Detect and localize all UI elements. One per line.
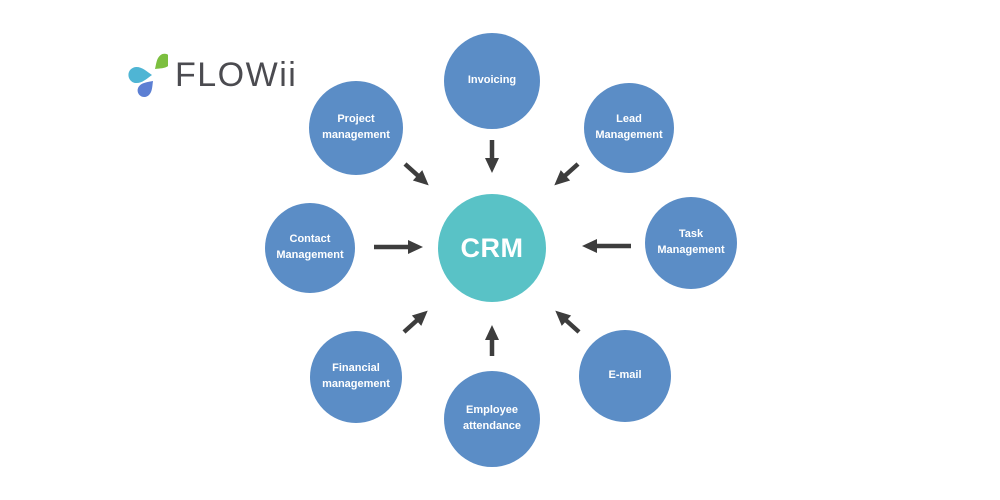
arrow-email-to-crm [555, 310, 581, 334]
flowii-logo-icon [128, 53, 168, 97]
node-contact-management: Contact Management [265, 203, 355, 293]
node-lead-management: Lead Management [584, 83, 674, 173]
node-crm-center: CRM [438, 194, 546, 302]
node-invoicing: Invoicing [444, 33, 540, 129]
logo-petal-teal-icon [128, 66, 152, 84]
node-task-management: Task Management [645, 197, 737, 289]
logo-wordmark: FLOWii [175, 56, 298, 94]
node-project-management: Project management [309, 81, 403, 175]
node-employee-attendance: Employee attendance [444, 371, 540, 467]
arrow-lead-to-crm [554, 162, 580, 186]
node-financial-management: Financial management [310, 331, 402, 423]
flowii-logo: FLOWii [128, 50, 297, 100]
arrow-project-to-crm [403, 162, 429, 186]
logo-petal-green-icon [155, 53, 168, 69]
arrow-financial-to-crm [402, 310, 428, 334]
logo-petal-blue-icon [137, 81, 153, 97]
node-email: E-mail [579, 330, 671, 422]
